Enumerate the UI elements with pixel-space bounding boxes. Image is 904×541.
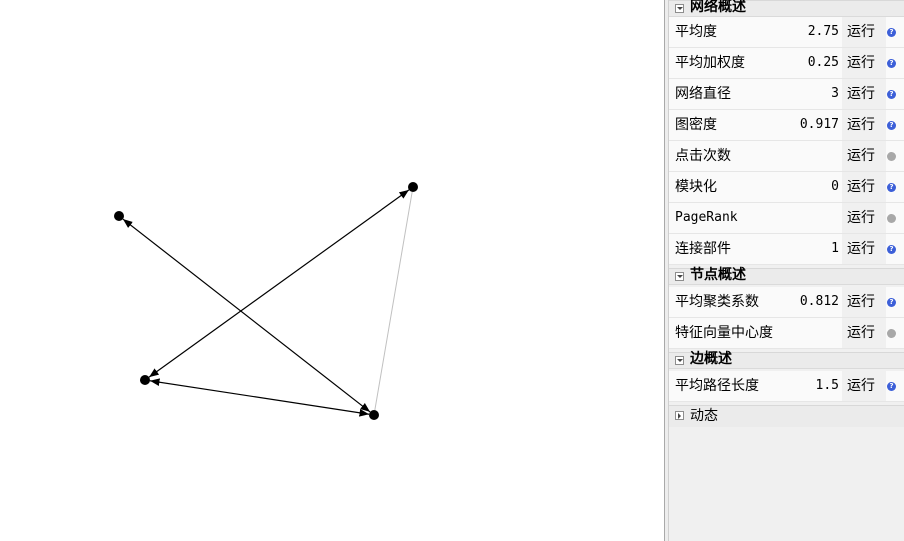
collapse-icon[interactable] (675, 4, 684, 13)
stat-label: 点击次数 (675, 148, 731, 164)
run-button-average-degree[interactable]: 运行 (842, 17, 886, 47)
statistics-panel: 网络概述 平均度 2.75 运行 ? 平均加权度 0.25 运行 ? 网络直径 … (669, 0, 904, 541)
expand-icon[interactable] (675, 411, 684, 420)
section-title-node: 节点概述 (690, 267, 746, 283)
section-header-network[interactable]: 网络概述 (669, 0, 904, 17)
stat-label: 特征向量中心度 (675, 325, 773, 341)
stat-row-average-degree: 平均度 2.75 运行 ? (669, 17, 904, 48)
stat-value: 0.812 (799, 294, 839, 309)
help-icon-disabled (887, 329, 896, 338)
stat-label: 模块化 (675, 179, 717, 195)
help-icon[interactable]: ? (887, 382, 896, 391)
stat-row-network-diameter: 网络直径 3 运行 ? (669, 79, 904, 110)
stat-row-graph-density: 图密度 0.917 运行 ? (669, 110, 904, 141)
graph-node[interactable] (140, 375, 150, 385)
stat-label: 平均度 (675, 24, 717, 40)
stat-label: 平均路径长度 (675, 378, 759, 394)
help-icon[interactable]: ? (887, 183, 896, 192)
run-button-network-diameter[interactable]: 运行 (842, 79, 886, 109)
stat-label: 平均聚类系数 (675, 294, 759, 310)
help-icon[interactable]: ? (887, 298, 896, 307)
stat-label: 图密度 (675, 117, 717, 133)
graph-edge[interactable] (122, 218, 371, 413)
stat-label: PageRank (675, 210, 738, 225)
run-button-average-clustering[interactable]: 运行 (842, 287, 886, 317)
stat-row-connected-components: 连接部件 1 运行 ? (669, 234, 904, 265)
panel-splitter[interactable] (664, 0, 669, 541)
section-header-edge[interactable]: 边概述 (669, 351, 904, 369)
stat-row-average-path-length: 平均路径长度 1.5 运行 ? (669, 371, 904, 402)
stat-value: 2.75 (807, 24, 839, 39)
section-title-dynamic: 动态 (690, 408, 718, 424)
run-button-connected-components[interactable]: 运行 (842, 234, 886, 264)
stat-value: 0.25 (807, 55, 839, 70)
network-graph[interactable] (0, 0, 664, 541)
run-button-average-path-length[interactable]: 运行 (842, 371, 886, 401)
run-button-average-weighted-degree[interactable]: 运行 (842, 48, 886, 78)
section-header-node[interactable]: 节点概述 (669, 267, 904, 285)
stat-label: 网络直径 (675, 86, 731, 102)
section-header-dynamic[interactable]: 动态 (669, 405, 904, 427)
run-button-pagerank[interactable]: 运行 (842, 203, 886, 233)
stat-value: 1 (831, 241, 839, 256)
run-button-modularity[interactable]: 运行 (842, 172, 886, 202)
graph-edge[interactable] (149, 378, 370, 417)
stat-row-average-weighted-degree: 平均加权度 0.25 运行 ? (669, 48, 904, 79)
help-icon-disabled (887, 152, 896, 161)
stat-value: 0.917 (799, 117, 839, 132)
help-icon[interactable]: ? (887, 245, 896, 254)
graph-node[interactable] (114, 211, 124, 221)
help-icon[interactable]: ? (887, 59, 896, 68)
section-title-edge: 边概述 (690, 351, 732, 367)
graph-node[interactable] (408, 182, 418, 192)
stat-row-hits: 点击次数 运行 (669, 141, 904, 172)
graph-canvas[interactable] (0, 0, 664, 541)
run-button-eigenvector-centrality[interactable]: 运行 (842, 318, 886, 348)
help-icon[interactable]: ? (887, 90, 896, 99)
stat-value: 0 (831, 179, 839, 194)
stat-value: 1.5 (815, 378, 839, 393)
collapse-icon[interactable] (675, 272, 684, 281)
stat-row-average-clustering: 平均聚类系数 0.812 运行 ? (669, 287, 904, 318)
help-icon[interactable]: ? (887, 28, 896, 37)
stat-row-pagerank: PageRank 运行 (669, 203, 904, 234)
stat-value: 3 (831, 86, 839, 101)
stat-label: 平均加权度 (675, 55, 745, 71)
graph-node[interactable] (369, 410, 379, 420)
collapse-icon[interactable] (675, 356, 684, 365)
graph-edge[interactable] (374, 191, 413, 411)
stat-row-modularity: 模块化 0 运行 ? (669, 172, 904, 203)
stat-row-eigenvector-centrality: 特征向量中心度 运行 (669, 318, 904, 349)
run-button-graph-density[interactable]: 运行 (842, 110, 886, 140)
run-button-hits[interactable]: 运行 (842, 141, 886, 171)
graph-edge[interactable] (148, 189, 410, 378)
help-icon-disabled (887, 214, 896, 223)
help-icon[interactable]: ? (887, 121, 896, 130)
stat-label: 连接部件 (675, 241, 731, 257)
section-title-network: 网络概述 (690, 0, 746, 15)
